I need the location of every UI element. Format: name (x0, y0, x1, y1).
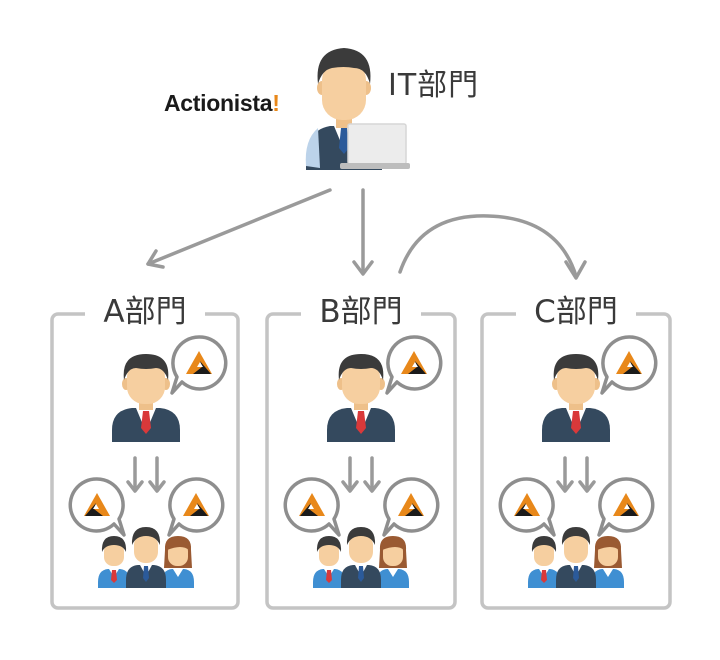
team-figure (313, 527, 409, 588)
manager-figure (327, 354, 395, 442)
chat-bubble-icon (382, 477, 440, 537)
chat-bubble-icon (600, 335, 658, 395)
logo-text: Actionista (164, 90, 273, 116)
arrow-icon (146, 188, 332, 269)
department-a-title: A部門 (85, 292, 205, 332)
laptop-icon (340, 123, 410, 169)
manager-figure (542, 354, 610, 442)
arrow-icon (556, 456, 596, 493)
chat-bubble-icon (498, 477, 556, 537)
arrow-icon (126, 456, 166, 493)
chat-bubble-icon (68, 477, 126, 537)
arrow-icon (398, 214, 587, 280)
department-b-title: B部門 (301, 292, 421, 332)
team-figure (528, 527, 624, 588)
manager-figure (112, 354, 180, 442)
logo-exclamation: ! (272, 90, 280, 116)
chat-bubble-icon (170, 335, 228, 395)
chat-bubble-icon (597, 477, 655, 537)
arrow-icon (341, 456, 381, 493)
it-department-label: IT部門 (388, 68, 480, 103)
chat-bubble-icon (385, 335, 443, 395)
arrow-icon (352, 188, 374, 276)
chat-bubble-icon (167, 477, 225, 537)
chat-bubble-icon (283, 477, 341, 537)
team-figure (98, 527, 194, 588)
department-c-title: C部門 (516, 292, 636, 332)
actionista-logo: Actionista! (164, 90, 280, 117)
